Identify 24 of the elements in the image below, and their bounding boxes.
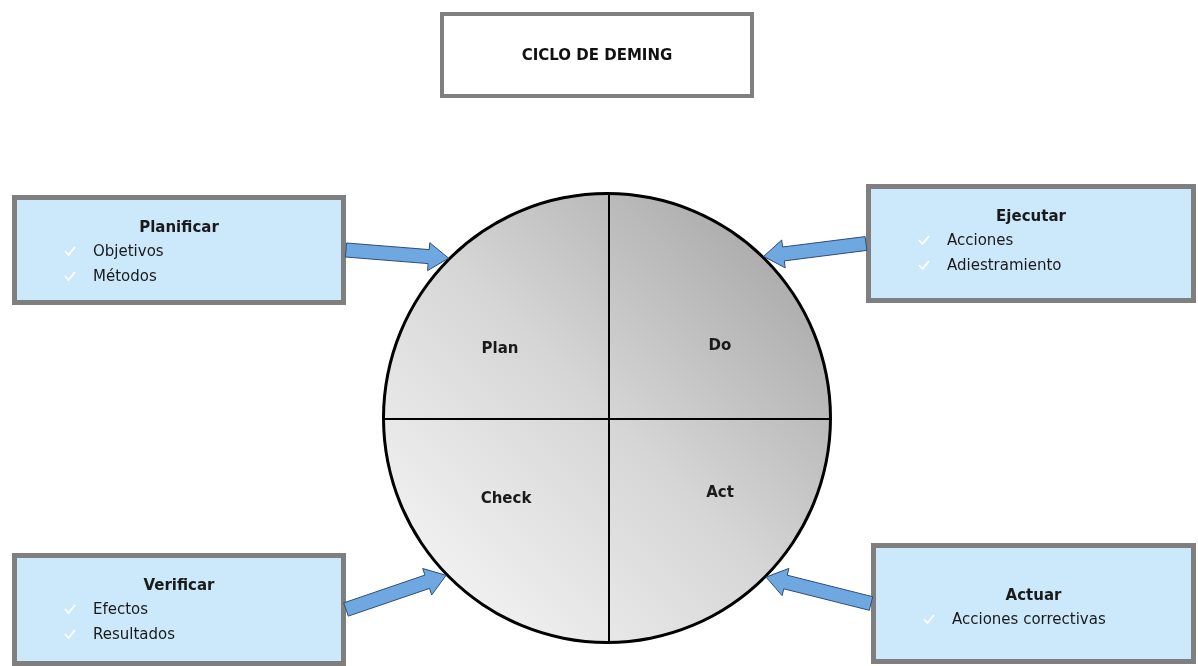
card-heading: Verificar (142, 576, 216, 594)
block-arrow (765, 567, 874, 611)
card-heading: Actuar (1004, 586, 1063, 604)
list-item: Resultados (93, 624, 176, 643)
list-item: Adiestramiento (947, 255, 1062, 274)
list-item: Objetivos (93, 241, 164, 260)
list-item: Acciones (947, 230, 1014, 249)
quadrant-label: Act (706, 483, 734, 501)
step-card (866, 184, 1196, 303)
card-heading: Planificar (138, 218, 220, 236)
block-arrow (343, 568, 447, 617)
step-card (12, 195, 346, 305)
step-card (12, 553, 346, 666)
step-card (871, 543, 1196, 664)
quadrant-label: Check (480, 489, 532, 507)
quadrant-label: Do (708, 336, 732, 354)
block-arrow (763, 236, 868, 269)
list-item: Acciones correctivas (952, 609, 1106, 628)
list-item: Efectos (93, 599, 149, 618)
diagram-title: CICLO DE DEMING (440, 12, 754, 98)
block-arrow (344, 242, 450, 272)
list-item: Métodos (93, 266, 157, 285)
card-heading: Ejecutar (995, 207, 1067, 225)
quadrant-label: Plan (481, 339, 519, 357)
